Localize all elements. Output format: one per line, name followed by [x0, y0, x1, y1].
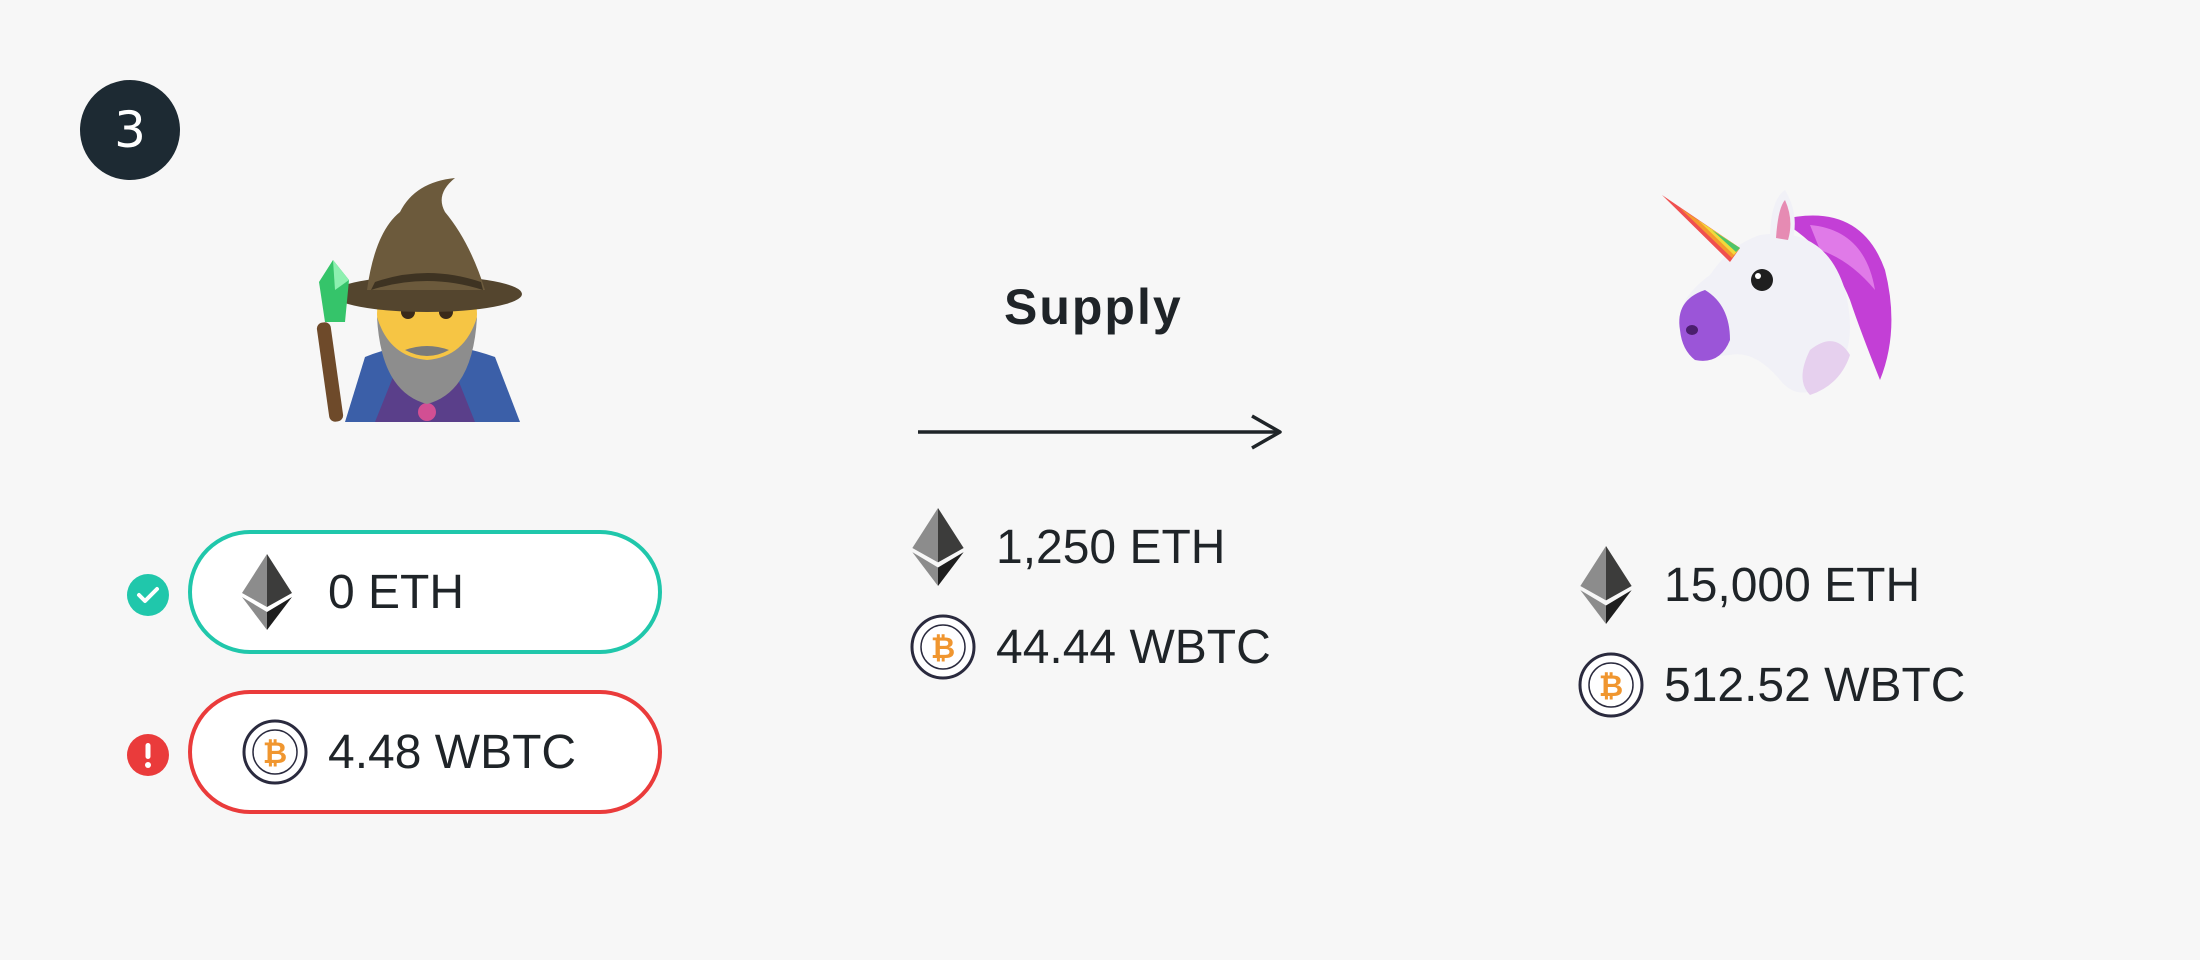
wbtc-icon: ₿ [910, 614, 976, 680]
svg-text:₿: ₿ [931, 631, 955, 666]
step-number: 3 [114, 101, 146, 159]
balance-pill-wbtc: ₿ 4.48 WBTC [188, 690, 662, 814]
step-badge: 3 [80, 80, 180, 180]
transfer-row-eth: 1,250 ETH [912, 508, 1225, 586]
transfer-amount-wbtc: 44.44 WBTC [996, 621, 1271, 674]
svg-text:₿: ₿ [263, 736, 287, 771]
unicorn-icon [1662, 190, 1892, 395]
eth-icon [242, 554, 292, 630]
pool-row-eth: 15,000 ETH [1580, 546, 1920, 624]
transfer-amount-eth: 1,250 ETH [996, 521, 1226, 574]
exclamation-circle-icon [127, 734, 169, 776]
right-arrow-icon [918, 414, 1282, 450]
svg-text:₿: ₿ [1599, 669, 1623, 704]
transfer-row-wbtc: ₿ 44.44 WBTC [910, 614, 1271, 680]
pool-amount-eth: 15,000 ETH [1664, 559, 1921, 612]
balance-amount-eth: 0 ETH [328, 565, 465, 619]
balance-pill-eth: 0 ETH [188, 530, 662, 654]
wizard-icon [316, 178, 522, 422]
pool-amount-wbtc: 512.52 WBTC [1664, 659, 1966, 712]
pool-row-wbtc: ₿ 512.52 WBTC [1578, 652, 1965, 718]
wbtc-icon: ₿ [1578, 652, 1644, 718]
eth-icon [912, 508, 964, 586]
eth-icon [1580, 546, 1632, 624]
balance-amount-wbtc: 4.48 WBTC [328, 725, 577, 779]
check-circle-icon [127, 574, 169, 616]
wbtc-icon: ₿ [242, 719, 308, 785]
action-label: Supply [1004, 279, 1183, 335]
